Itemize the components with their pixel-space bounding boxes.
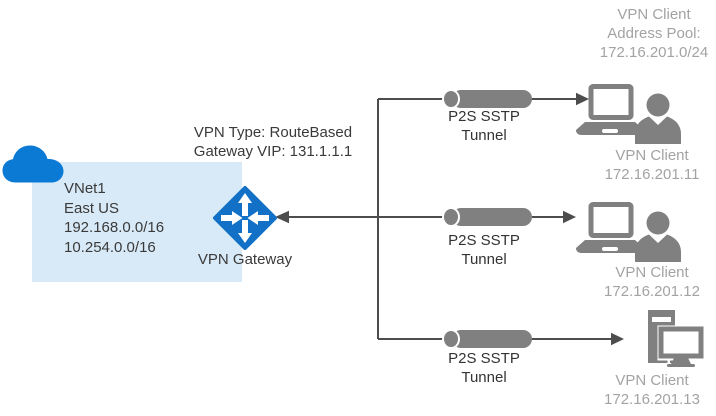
tunnel-2-line-1: P2S SSTP <box>448 232 520 249</box>
arrowhead-to-client-2 <box>563 210 576 224</box>
cloud-icon <box>2 145 64 183</box>
arrowhead-to-client-1 <box>576 92 589 106</box>
tunnel-icon-2 <box>442 207 532 227</box>
tunnel-label-2: P2S SSTP Tunnel <box>436 231 532 269</box>
vpn-type-text: VPN Type: RouteBased <box>193 124 353 141</box>
vpn-client-address-pool-label: VPN Client Address Pool: 172.16.201.0/24 <box>584 5 716 62</box>
vnet-address-space-2: 10.254.0.0/16 <box>64 238 156 256</box>
vnet-box <box>32 162 242 282</box>
desktop-computer-icon <box>648 310 704 367</box>
client-label-2: VPN Client 172.16.201.12 <box>577 263 716 301</box>
vpn-gateway-icon <box>213 186 277 250</box>
tunnel-label-3: P2S SSTP Tunnel <box>436 349 532 387</box>
laptop-icon-2 <box>576 202 644 253</box>
arrowhead-to-gateway <box>275 210 289 224</box>
client-2-ip: 172.16.201.12 <box>604 283 700 300</box>
client-label-1: VPN Client 172.16.201.11 <box>577 146 716 184</box>
user-icon-2 <box>635 211 681 262</box>
client-label-3: VPN Client 172.16.201.13 <box>577 371 716 409</box>
arrowhead-to-client-3 <box>611 332 624 346</box>
client-3-ip: 172.16.201.13 <box>604 391 700 408</box>
vnet-name: VNet1 <box>64 180 106 197</box>
laptop-icon-1 <box>576 84 644 135</box>
pool-line-1: VPN Client <box>617 6 691 23</box>
client-1-ip: 172.16.201.11 <box>604 166 700 183</box>
gateway-info: VPN Type: RouteBased Gateway VIP: 131.1.… <box>173 123 373 161</box>
tunnel-1-line-1: P2S SSTP <box>448 108 520 125</box>
vnet-label: VNet1 East US 192.168.0.0/16 10.254.0.0/… <box>64 179 164 257</box>
vpn-gateway-label: VPN Gateway <box>197 251 293 268</box>
tunnel-icon-1 <box>442 89 532 109</box>
tunnel-2-line-2: Tunnel <box>461 251 507 268</box>
pool-line-2: Address Pool: <box>607 25 701 42</box>
tunnel-icon-3 <box>442 329 532 349</box>
vnet-region: East US <box>64 199 120 217</box>
gateway-vip-text: Gateway VIP: 131.1.1.1 <box>193 143 353 160</box>
tunnel-3-line-2: Tunnel <box>461 369 507 386</box>
tunnel-1-line-2: Tunnel <box>461 127 507 144</box>
client-2-name: VPN Client <box>615 264 689 281</box>
pool-line-3: 172.16.201.0/24 <box>599 44 709 61</box>
client-3-name: VPN Client <box>615 372 689 389</box>
tunnel-3-line-1: P2S SSTP <box>448 350 520 367</box>
user-icon-1 <box>635 93 681 144</box>
vnet-address-space-1: 192.168.0.0/16 <box>64 219 165 236</box>
client-1-name: VPN Client <box>615 147 689 164</box>
tunnel-label-1: P2S SSTP Tunnel <box>436 107 532 145</box>
